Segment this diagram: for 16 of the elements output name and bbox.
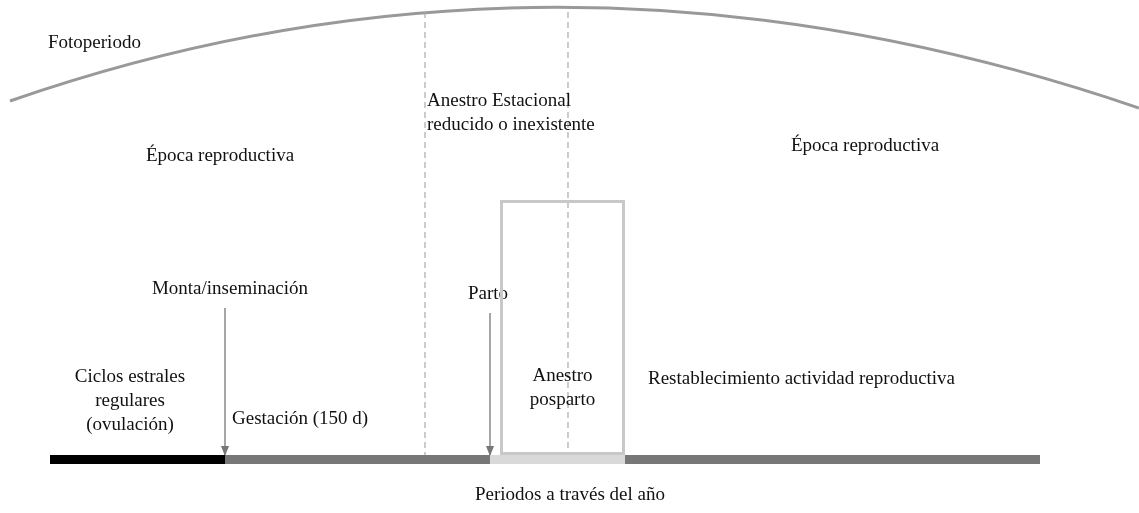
axis-label: Periodos a través del año — [474, 482, 666, 506]
phase-label: Gestación (150 d) — [232, 406, 370, 430]
timeline-bar-segment — [50, 455, 225, 464]
arrow — [485, 312, 495, 457]
arrow — [220, 307, 230, 457]
period-label: Época reproductiva — [144, 143, 296, 167]
phase-label: Ciclos estrales regulares (ovulación) — [73, 364, 187, 436]
phase-label: Restablecimiento actividad reproductiva — [648, 366, 957, 390]
axis-label: Fotoperiodo — [48, 30, 142, 54]
box-text: Anestro posparto — [528, 363, 597, 411]
timeline-bar-segment — [490, 455, 625, 464]
period-label: Época reproductiva — [789, 133, 941, 157]
timeline-bar-segment — [625, 455, 1040, 464]
period-label: Anestro Estacional reducido o inexistente — [427, 88, 596, 136]
event-label: Monta/inseminación — [140, 276, 320, 300]
timeline-bar-segment — [225, 455, 490, 464]
